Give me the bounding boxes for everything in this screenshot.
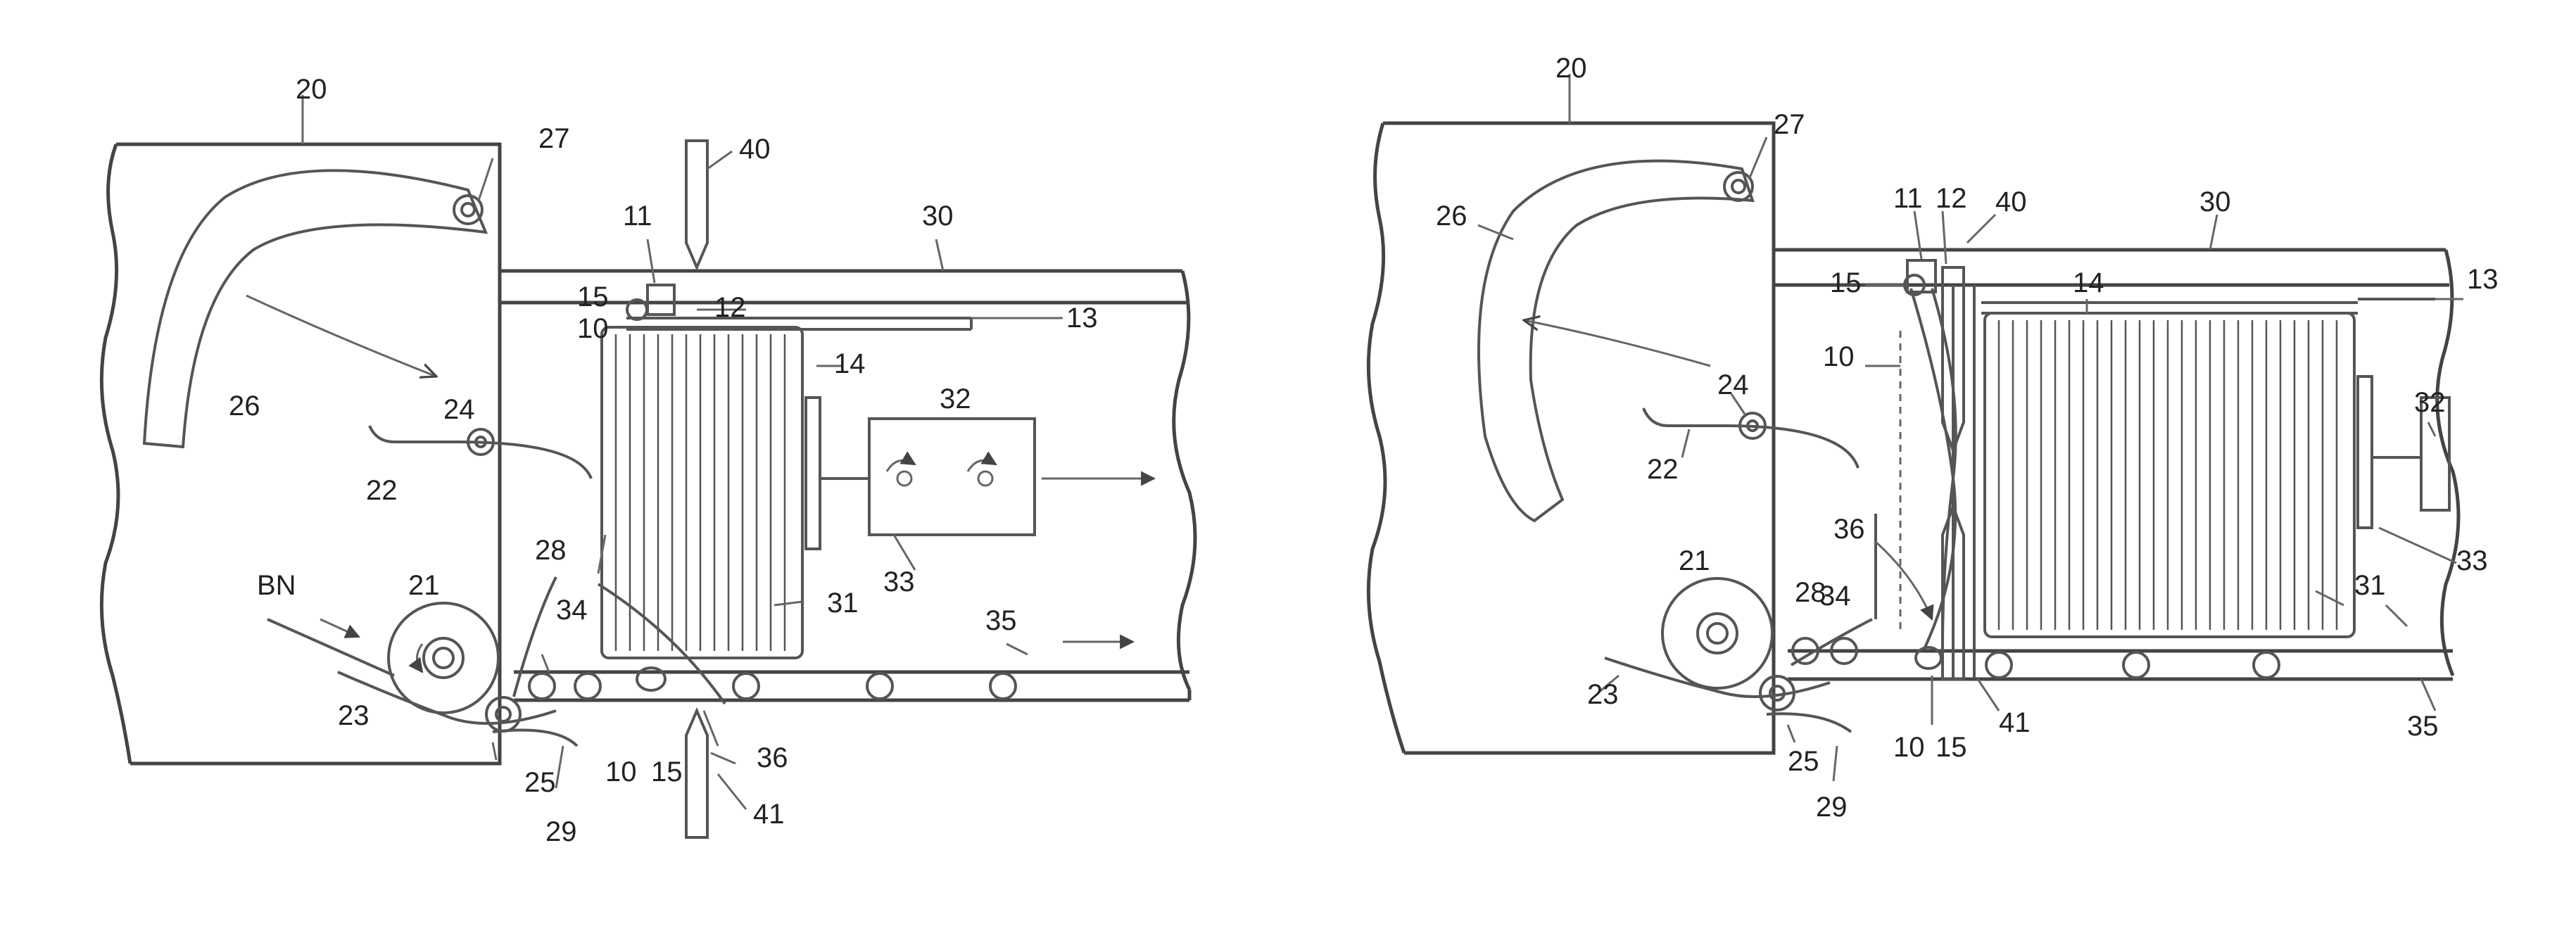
lbl-15: 15 xyxy=(577,281,609,312)
lbl-25: 25 xyxy=(524,767,556,798)
lbl-bn: BN xyxy=(257,570,296,601)
conveyor-35-right xyxy=(1986,652,2279,678)
lbl-40: 40 xyxy=(739,134,771,165)
left-labels: 20 27 40 11 30 15 12 10 13 14 32 26 24 2… xyxy=(229,74,1098,847)
lbl-r-40: 40 xyxy=(1995,186,2027,217)
lbl-r-10: 10 xyxy=(1823,341,1855,372)
lbl-r-33: 33 xyxy=(2456,545,2488,576)
drive-32 xyxy=(869,419,1035,535)
lbl-r-30: 30 xyxy=(2199,186,2231,217)
housing-20 xyxy=(101,144,500,764)
lbl-r-31: 31 xyxy=(2354,570,2386,601)
lbl-10b: 10 xyxy=(605,756,637,787)
lbl-r-11: 11 xyxy=(1893,183,1923,214)
lbl-36: 36 xyxy=(757,742,788,773)
pusher-33 xyxy=(806,398,820,549)
lbl-r-23: 23 xyxy=(1587,679,1619,710)
lbl-r-15: 15 xyxy=(1830,267,1862,298)
sheet-10-right xyxy=(1911,289,1955,647)
lbl-10: 10 xyxy=(577,313,609,344)
lbl-21: 21 xyxy=(408,570,440,601)
lbl-r-32: 32 xyxy=(2414,387,2446,418)
lbl-r-41: 41 xyxy=(1999,707,2031,738)
lbl-13: 13 xyxy=(1066,303,1098,334)
gripper-11 xyxy=(648,285,674,315)
lbl-14: 14 xyxy=(834,348,866,379)
lbl-23: 23 xyxy=(338,700,370,731)
lbl-r-20: 20 xyxy=(1555,53,1587,84)
rotation-arrow xyxy=(246,296,436,376)
pusher-33-right xyxy=(2358,376,2372,528)
drum-21 xyxy=(389,603,498,713)
lbl-r-26: 26 xyxy=(1436,201,1467,232)
arm-26 xyxy=(144,170,486,447)
lbl-r-13: 13 xyxy=(2467,264,2499,295)
drum-21-right xyxy=(1662,578,1772,688)
lbl-24: 24 xyxy=(443,394,475,425)
lbl-r-12: 12 xyxy=(1936,183,1967,214)
lbl-r-15b: 15 xyxy=(1936,732,1967,763)
lbl-22: 22 xyxy=(366,475,398,506)
lbl-33: 33 xyxy=(883,566,915,597)
lbl-15b: 15 xyxy=(651,756,683,787)
lbl-29: 29 xyxy=(545,816,577,847)
blade-40 xyxy=(686,141,707,267)
housing-20-right xyxy=(1368,123,1774,753)
lbl-35: 35 xyxy=(985,605,1017,636)
right-diagram xyxy=(1368,74,2463,781)
lbl-r-14: 14 xyxy=(2073,267,2104,298)
lbl-12: 12 xyxy=(714,292,746,323)
lbl-r-24: 24 xyxy=(1717,369,1749,400)
lbl-r-25: 25 xyxy=(1788,746,1819,777)
stack-31-hatching xyxy=(616,334,785,651)
lbl-28: 28 xyxy=(535,535,567,566)
lbl-r-27: 27 xyxy=(1774,109,1805,140)
lbl-34: 34 xyxy=(556,595,588,626)
lbl-r-10b: 10 xyxy=(1893,732,1925,763)
lbl-r-22: 22 xyxy=(1647,454,1679,485)
lbl-r-35: 35 xyxy=(2407,711,2439,742)
lbl-11: 11 xyxy=(623,201,652,232)
lbl-27: 27 xyxy=(538,123,570,154)
lbl-20: 20 xyxy=(296,74,327,105)
lbl-r-36: 36 xyxy=(1833,514,1865,545)
guide-22 xyxy=(370,426,591,479)
lbl-r-29: 29 xyxy=(1816,792,1848,823)
note-path-23 xyxy=(338,672,556,723)
stack-31-right-hatching xyxy=(1999,320,2337,630)
lbl-30: 30 xyxy=(922,201,954,232)
lbl-32: 32 xyxy=(940,384,971,414)
blade-41 xyxy=(686,711,707,837)
lbl-r-21: 21 xyxy=(1679,545,1710,576)
lbl-r-34: 34 xyxy=(1819,581,1851,612)
lbl-26: 26 xyxy=(229,391,260,422)
roller-25 xyxy=(486,697,520,731)
conveyor-35 xyxy=(529,673,1016,699)
lbl-41: 41 xyxy=(753,799,785,830)
lbl-31: 31 xyxy=(827,588,859,619)
